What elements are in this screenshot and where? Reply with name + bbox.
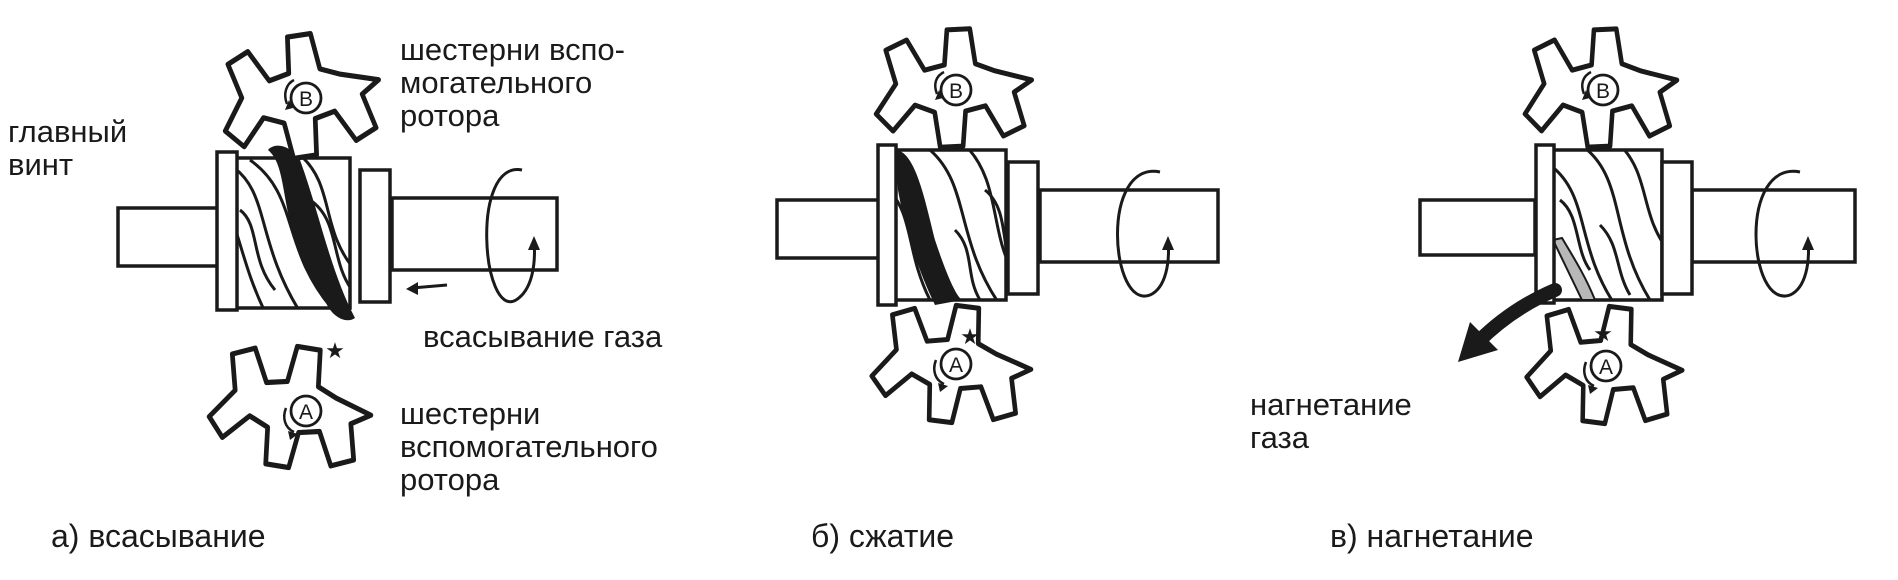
label-aux-gears-top: шестерни вспо- могательного ротора xyxy=(400,32,625,133)
svg-text:A: A xyxy=(299,401,313,424)
star-marker: ★ xyxy=(1593,322,1613,347)
svg-text:B: B xyxy=(949,80,963,103)
rotation-arrow xyxy=(485,168,540,304)
caption-compression: б) сжатие xyxy=(811,518,955,554)
svg-text:B: B xyxy=(299,88,313,111)
end-plate-left xyxy=(215,150,239,312)
gear-a-marker: A xyxy=(1583,349,1623,394)
shaft-left xyxy=(1418,198,1537,257)
shaft-left xyxy=(775,198,882,260)
main-screw-body xyxy=(1548,148,1664,302)
gear-b-marker: B xyxy=(284,78,323,115)
main-screw-body xyxy=(891,148,1008,305)
rotation-arrow xyxy=(1116,170,1174,298)
label-main-screw: главный винт xyxy=(8,114,128,182)
shaft-right xyxy=(1038,188,1220,264)
discharge-arrow xyxy=(1458,283,1562,362)
shaft-right xyxy=(390,196,559,272)
panel-compression: B A ★ xyxy=(775,22,1220,428)
gear-a-marker: A xyxy=(283,394,323,440)
gear-b-marker: B xyxy=(1581,70,1620,107)
end-plate-left xyxy=(1534,143,1556,305)
panel-discharge: B A ★ xyxy=(1418,22,1857,429)
rotation-arrow xyxy=(1754,169,1814,298)
discharge-shaded-region xyxy=(1551,236,1597,301)
end-plate-right xyxy=(358,168,392,304)
caption-discharge: в) нагнетание xyxy=(1330,518,1534,554)
svg-text:A: A xyxy=(949,354,963,377)
end-plate-right xyxy=(1660,160,1694,296)
gear-a-marker: A xyxy=(933,347,973,392)
svg-text:A: A xyxy=(1599,356,1613,379)
star-marker: ★ xyxy=(960,325,980,350)
shaft-right xyxy=(1690,188,1857,264)
end-plate-left xyxy=(876,143,898,307)
svg-text:B: B xyxy=(1596,80,1610,103)
label-gas-discharge: нагнетание газа xyxy=(1250,387,1412,455)
gear-b-marker: B xyxy=(934,70,973,107)
caption-suction: а) всасывание xyxy=(51,518,266,554)
shaft-left xyxy=(116,206,222,268)
gas-pocket xyxy=(268,145,355,321)
panel-suction: B A ★ xyxy=(116,20,559,475)
gas-pocket xyxy=(895,150,962,305)
label-aux-gears-bottom: шестерни вспомогательного ротора xyxy=(400,396,658,497)
label-gas-suction: всасывание газа xyxy=(423,319,663,354)
end-plate-right xyxy=(1006,160,1040,296)
suction-arrow xyxy=(406,282,448,295)
star-marker: ★ xyxy=(325,339,345,364)
